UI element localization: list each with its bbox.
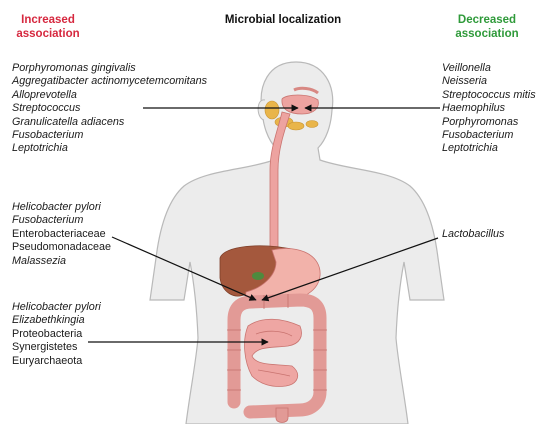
arrow-gastric bbox=[111, 236, 257, 301]
microbe-item: Helicobacter pylori bbox=[12, 201, 101, 213]
body-silhouette bbox=[149, 61, 445, 424]
microbe-item: Streptococcus mitis bbox=[442, 88, 536, 101]
header-decreased-association: Decreased association bbox=[455, 14, 519, 40]
small-intestine-loops bbox=[255, 330, 293, 377]
rectum bbox=[275, 407, 289, 423]
oral-cavity bbox=[281, 94, 319, 115]
gastric-decreased-list: Lactobacillus bbox=[442, 228, 504, 241]
large-intestine bbox=[227, 293, 327, 419]
colon-haustra bbox=[227, 294, 327, 391]
microbe-item: Streptococcus bbox=[12, 102, 81, 115]
microbe-item: Malassezia bbox=[12, 254, 67, 267]
microbe-item: Fusobacterium bbox=[12, 129, 84, 142]
microbe-item: Elizabethkingia bbox=[12, 314, 85, 327]
small-intestine bbox=[244, 318, 302, 387]
microbe-item: Pseudomonadaceae bbox=[12, 241, 112, 254]
microbe-item: Neisseria bbox=[442, 75, 488, 88]
microbe-item: Leptotrichia bbox=[12, 142, 68, 155]
microbe-item: Fusobacterium bbox=[442, 129, 514, 142]
microbe-item: Synergistetes bbox=[12, 341, 78, 354]
microbe-item: Leptotrichia bbox=[442, 142, 498, 155]
microbe-item: Aggregatibacter actinomycetemcomitans bbox=[12, 75, 208, 88]
microbe-item: Fusobacterium bbox=[12, 214, 84, 227]
microbe-item: Veillonella bbox=[442, 62, 491, 74]
microbe-item: Granulicatella adiacens bbox=[12, 115, 125, 128]
microbe-item: Enterobacteriaceae bbox=[12, 227, 106, 240]
nasal-cavity bbox=[293, 86, 319, 95]
microbe-item: Euryarchaeota bbox=[12, 354, 83, 367]
microbe-item: Porphyromonas bbox=[442, 115, 519, 128]
microbe-item: Porphyromonas gingivalis bbox=[12, 62, 136, 74]
microbe-item: Lactobacillus bbox=[442, 228, 505, 240]
header-microbial-localization: Microbial localization bbox=[224, 14, 342, 26]
ear bbox=[257, 99, 266, 121]
header-increased-association: Increased association bbox=[16, 14, 80, 40]
microbe-item: Helicobacter pylori bbox=[12, 301, 101, 313]
microbe-item: Proteobacteria bbox=[12, 327, 83, 340]
arrow-gastric-decreased bbox=[261, 237, 439, 302]
microbe-item: Haemophilus bbox=[442, 102, 506, 115]
gallbladder bbox=[252, 272, 264, 280]
microbe-item: Alloprevotella bbox=[12, 88, 77, 101]
